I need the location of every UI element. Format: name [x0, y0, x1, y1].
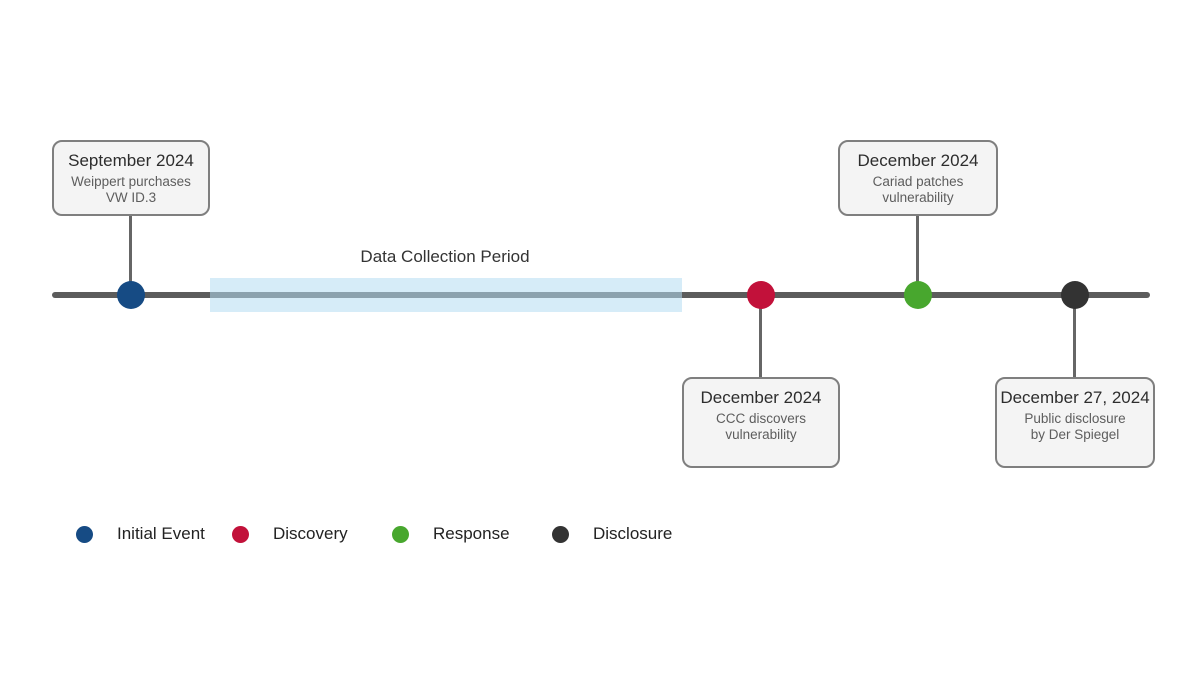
event-title: December 2024	[857, 151, 979, 170]
data-collection-period-label: Data Collection Period	[360, 247, 530, 266]
event-connector	[916, 215, 919, 295]
event-card-cariad-patch: December 2024 Cariad patches vulnerabili…	[838, 140, 998, 216]
legend-label: Discovery	[273, 524, 348, 543]
event-description: Cariad patches vulnerability	[872, 174, 964, 205]
event-connector	[129, 215, 132, 295]
event-dot-response	[904, 281, 932, 309]
event-connector	[759, 295, 762, 379]
event-dot-initial-event	[117, 281, 145, 309]
event-title: December 27, 2024	[1000, 388, 1150, 407]
event-title: September 2024	[68, 151, 194, 170]
event-description: Weippert purchases VW ID.3	[71, 174, 191, 205]
legend-dot-discovery-icon	[232, 525, 249, 543]
legend-item-initial-event: Initial Event	[76, 524, 205, 543]
event-card-ccc-discovery: December 2024 CCC discovers vulnerabilit…	[682, 377, 840, 468]
event-description: Public disclosure by Der Spiegel	[1024, 411, 1126, 442]
event-card-public-disclosure: December 27, 2024 Public disclosure by D…	[995, 377, 1155, 468]
event-card-vw-purchase: September 2024 Weippert purchases VW ID.…	[52, 140, 210, 216]
data-collection-period-bar	[210, 278, 682, 312]
legend-dot-initial-event-icon	[76, 525, 93, 543]
legend-item-discovery: Discovery	[232, 524, 348, 543]
legend-item-response: Response	[392, 524, 510, 543]
event-dot-disclosure	[1061, 281, 1089, 309]
event-title: December 2024	[700, 388, 822, 407]
legend-label: Initial Event	[117, 524, 205, 543]
legend-item-disclosure: Disclosure	[552, 524, 673, 543]
legend-dot-response-icon	[392, 525, 409, 543]
legend-dot-disclosure-icon	[552, 525, 569, 543]
event-dot-discovery	[747, 281, 775, 309]
legend-label: Disclosure	[593, 524, 673, 543]
event-description: CCC discovers vulnerability	[715, 411, 807, 442]
event-connector	[1073, 295, 1076, 379]
legend-label: Response	[433, 524, 510, 543]
